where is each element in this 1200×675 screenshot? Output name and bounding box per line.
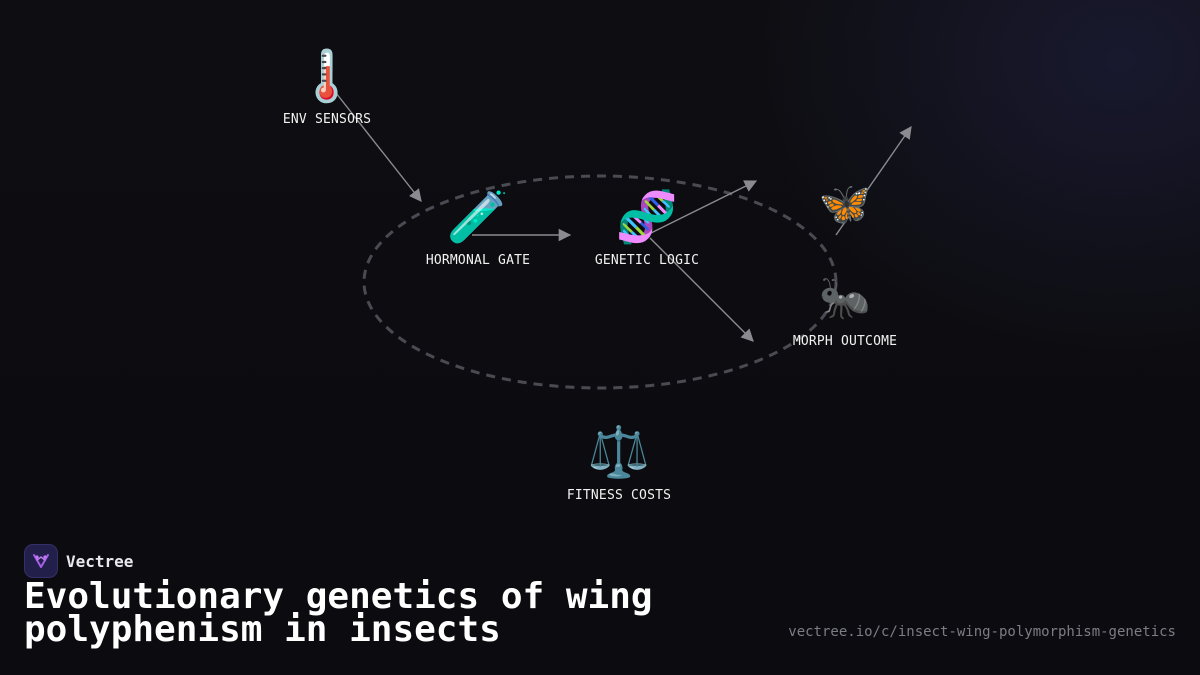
node-label: ENV SENSORS xyxy=(282,112,372,127)
dna-icon: 🧬 xyxy=(615,188,679,246)
arrow-genetic-to-winged xyxy=(650,180,758,234)
arrow-env-to-hormonal xyxy=(335,92,422,202)
arrow-genetic-to-morph xyxy=(649,237,754,342)
node-genetic-logic: 🧬 GENETIC LOGIC xyxy=(595,189,699,268)
test-tube-icon: 🧪 xyxy=(446,188,510,246)
butterfly-icon: 🦋 xyxy=(818,179,872,228)
arrow-morph-to-winged xyxy=(835,125,912,236)
balance-scale-icon: ⚖️ xyxy=(587,423,651,481)
page-url[interactable]: vectree.io/c/insect-wing-polymorphism-ge… xyxy=(788,624,1176,640)
node-env-sensors: 🌡️ ENV SENSORS xyxy=(283,48,371,127)
node-label: MORPH OUTCOME xyxy=(792,334,898,349)
node-hormonal-gate: 🧪 HORMONAL GATE xyxy=(426,189,530,268)
page-title: Evolutionary genetics of wing polyphenis… xyxy=(24,576,653,650)
node-label: GENETIC LOGIC xyxy=(594,253,700,268)
ant-icon: 🐜 xyxy=(818,273,872,322)
node-label: FITNESS COSTS xyxy=(566,488,672,503)
vectree-logo-icon xyxy=(24,544,58,578)
node-winged-morph: 🦋 xyxy=(819,176,871,232)
node-fitness-costs: ⚖️ FITNESS COSTS xyxy=(567,424,671,503)
regulatory-loop xyxy=(362,174,838,390)
brand[interactable]: Vectree xyxy=(24,544,133,578)
node-label: HORMONAL GATE xyxy=(425,253,531,268)
thermometer-icon: 🌡️ xyxy=(295,47,359,105)
brand-name: Vectree xyxy=(66,551,134,571)
node-morph-outcome: 🐜 MORPH OUTCOME xyxy=(793,270,897,349)
